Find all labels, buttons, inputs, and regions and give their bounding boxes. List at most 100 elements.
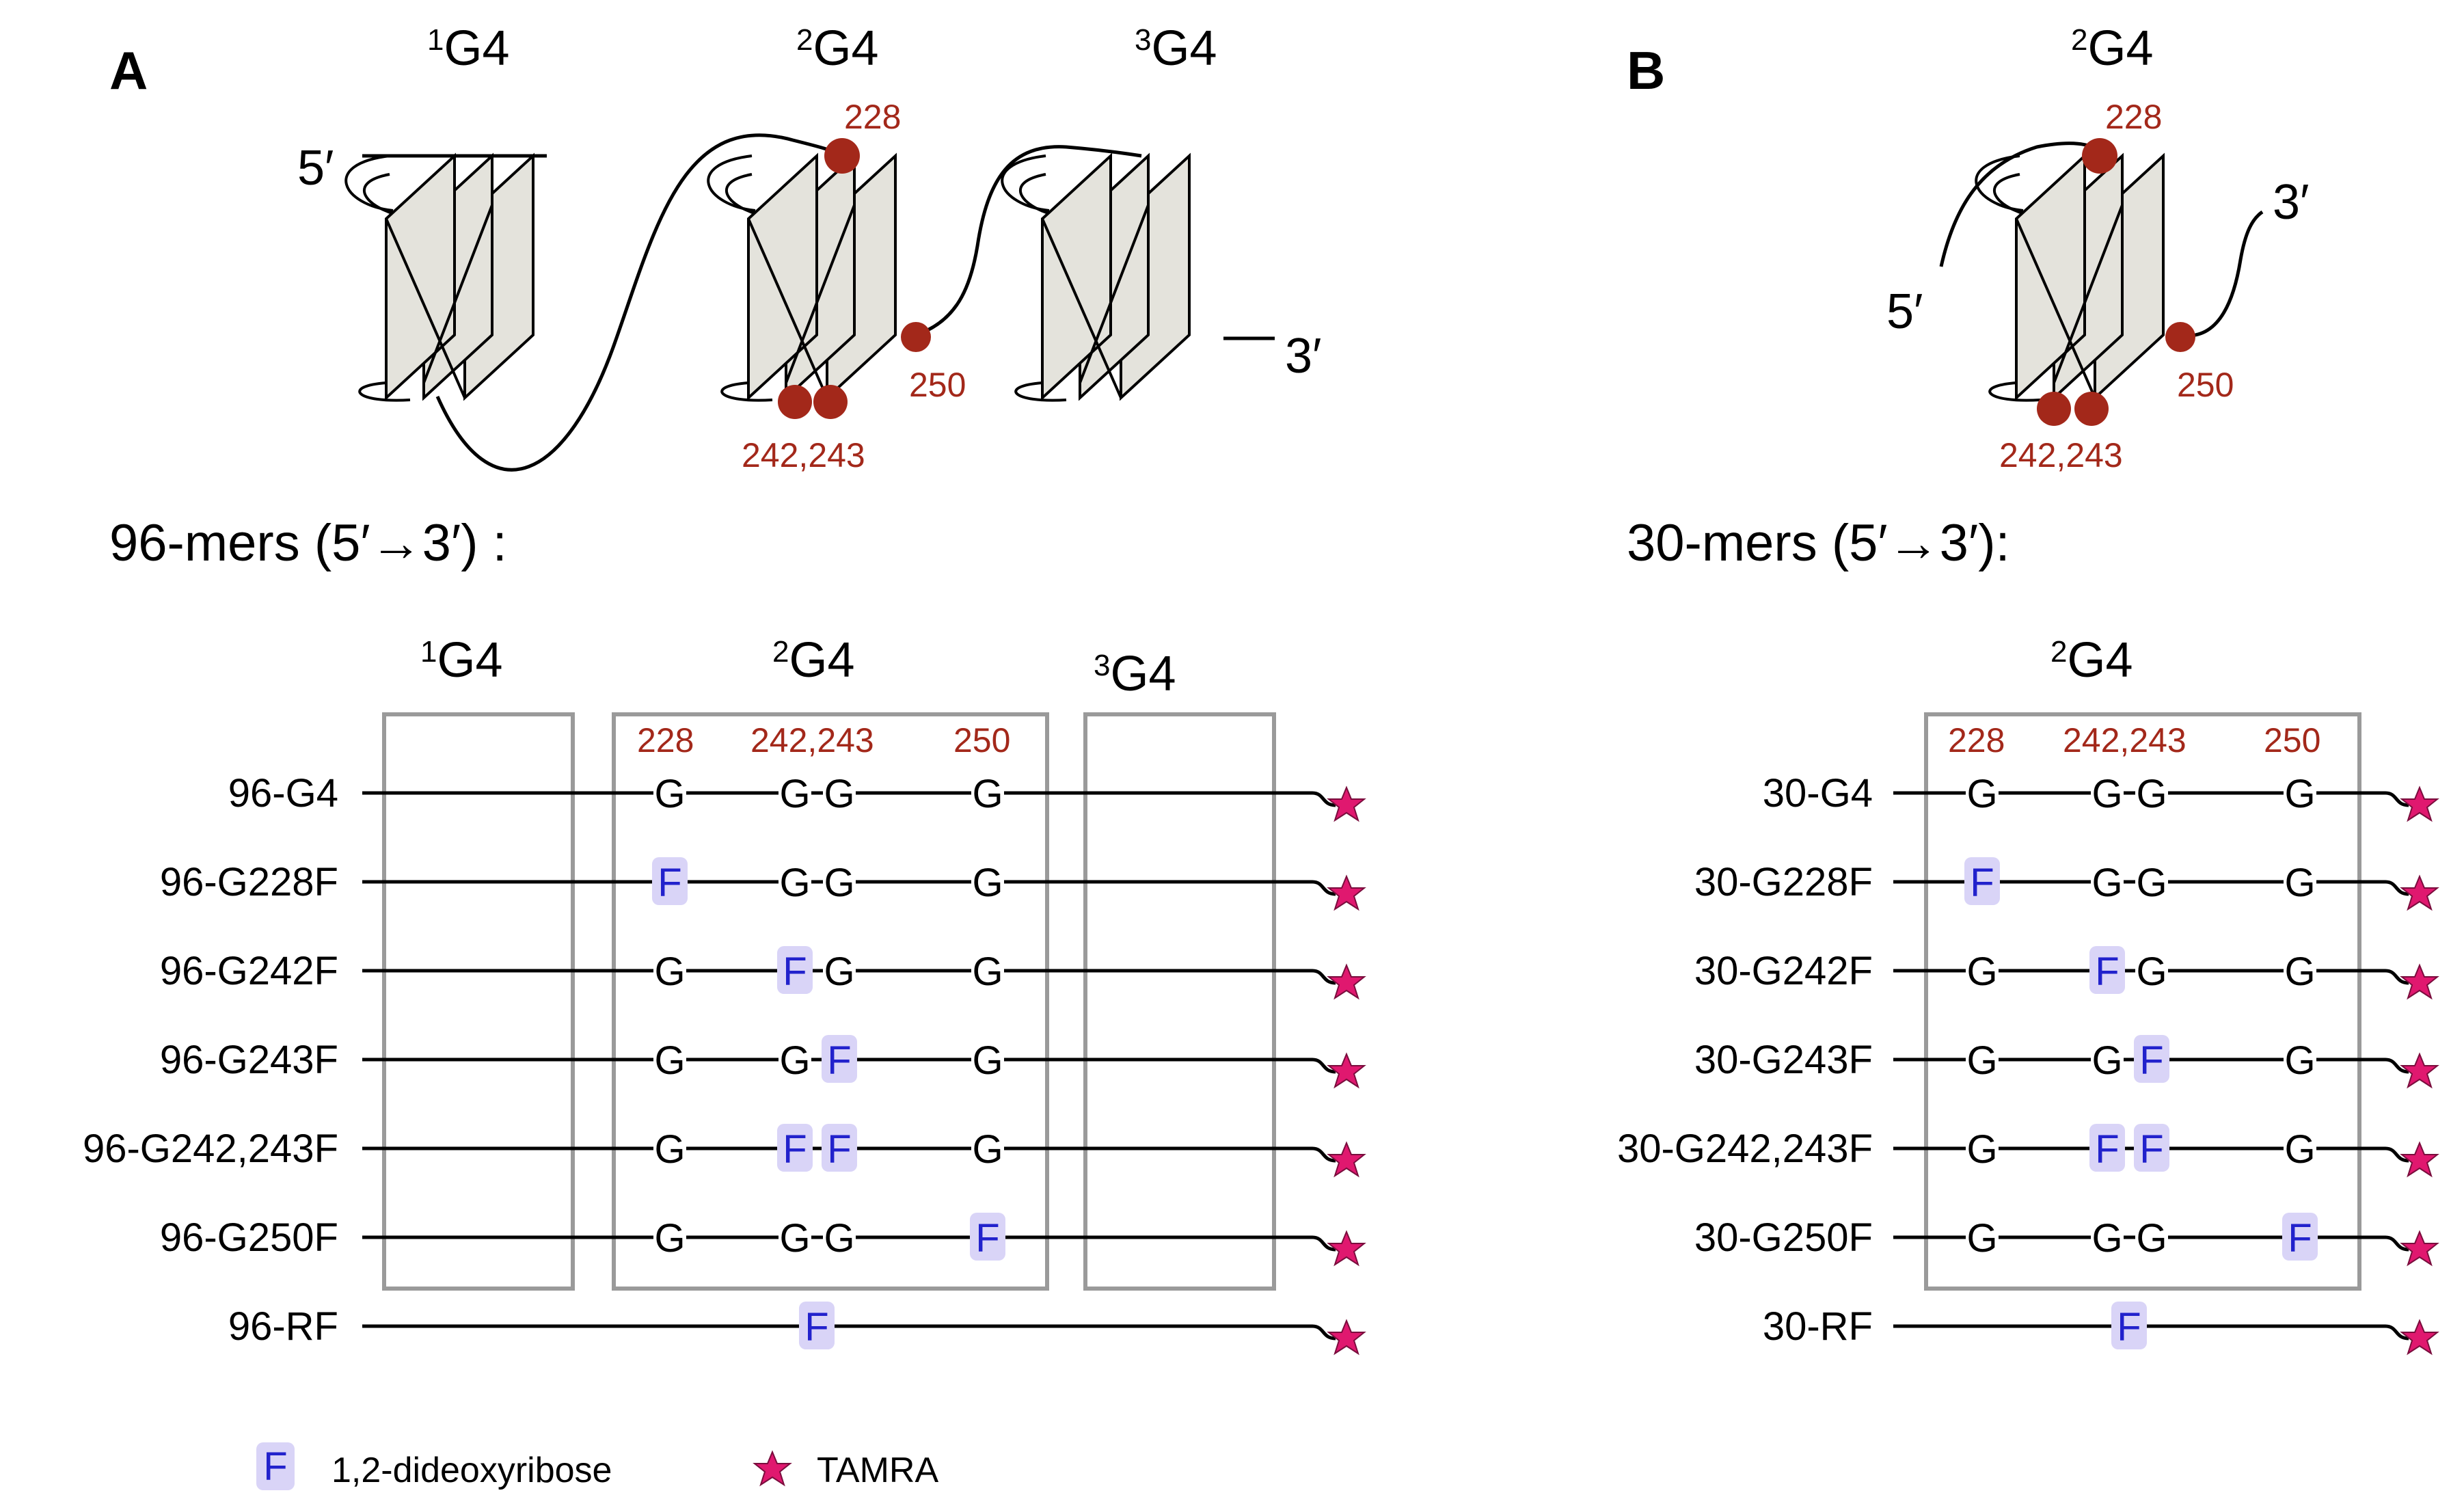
nucleotide-g: G <box>1966 772 1997 816</box>
legend-star-text: TAMRA <box>817 1451 938 1490</box>
nucleotide-f: F <box>2095 1127 2119 1172</box>
nucleotide-f: F <box>827 1127 851 1172</box>
tamra-star-icon <box>1328 787 1365 821</box>
nucleotide-g: G <box>654 1038 685 1083</box>
nucleotide-g: G <box>654 950 685 994</box>
nucleotide-f: F <box>2139 1127 2163 1172</box>
row-label: 96-RF <box>228 1304 338 1349</box>
modified-site-box <box>2089 946 2125 994</box>
nucleotide-f: F <box>804 1305 828 1349</box>
row-label: 30-G250F <box>1694 1215 1873 1260</box>
nucleotide-g: G <box>2284 1127 2315 1172</box>
panel-b-box-pos-250: 250 <box>2264 721 2320 759</box>
row-label: 96-G242F <box>160 949 338 993</box>
row-tail <box>2385 1058 2409 1074</box>
panel-a-letter: A <box>109 40 148 100</box>
tamra-star-icon <box>1328 1142 1365 1176</box>
row-label: 30-G4 <box>1763 771 1873 816</box>
modified-site-box <box>2089 1124 2125 1172</box>
panel-a-box-pos-242-243: 242,243 <box>750 721 874 759</box>
row-tail <box>1312 791 1336 807</box>
nucleotide-g: G <box>824 772 854 816</box>
nucleotide-g: G <box>2136 861 2167 905</box>
legend-f-box <box>256 1442 295 1490</box>
row-tail <box>2385 969 2409 985</box>
row-tail <box>1312 1146 1336 1163</box>
panel-a-box-2g4 <box>612 712 1049 1291</box>
panel-b-pos-228: 228 <box>2105 98 2162 136</box>
panel-a-quadruplex-2 <box>707 154 897 402</box>
modified-site-box <box>652 857 688 905</box>
modified-site-box <box>777 1124 813 1172</box>
panel-a-table-3g4: 3G4 <box>1094 647 1176 701</box>
nucleotide-g: G <box>779 1216 810 1261</box>
row-label: 30-G228F <box>1694 860 1873 904</box>
row-label: 96-G250F <box>160 1215 338 1260</box>
nucleotide-g: G <box>779 861 810 905</box>
panel-a-table-1g4: 1G4 <box>420 633 503 688</box>
panel-a-heading: 96-mers (5′→3′) : <box>109 514 507 572</box>
panel-b-pos-242-243: 242,243 <box>1999 436 2123 474</box>
nucleotide-f: F <box>2288 1216 2312 1261</box>
nucleotide-g: G <box>972 1127 1003 1172</box>
nucleotide-g: G <box>972 1038 1003 1083</box>
panel-a-pos-228: 228 <box>844 98 901 136</box>
nucleotide-g: G <box>654 772 685 816</box>
nucleotide-g: G <box>824 1216 854 1261</box>
nucleotide-g: G <box>1966 1216 1997 1261</box>
panel-b-site-243-dot <box>2074 392 2109 426</box>
tamra-star-icon <box>1328 1053 1365 1088</box>
panel-b-five-prime-strand <box>1939 142 2101 267</box>
nucleotide-f: F <box>975 1216 999 1261</box>
nucleotide-g: G <box>2091 772 2122 816</box>
panel-b-letter: B <box>1627 40 1665 100</box>
tamra-star-icon <box>2401 1320 2438 1354</box>
nucleotide-g: G <box>779 1038 810 1083</box>
panel-a-label-2g4: 2G4 <box>796 21 879 76</box>
nucleotide-g: G <box>972 861 1003 905</box>
panel-a-five-prime: 5′ <box>297 141 334 196</box>
panel-a-pos-250: 250 <box>909 366 966 404</box>
panel-a-box-1g4 <box>382 712 575 1291</box>
modified-site-box <box>2111 1302 2147 1349</box>
panel-a-site-250-dot <box>901 322 931 352</box>
panel-a-site-243-dot <box>813 385 848 419</box>
nucleotide-g: G <box>972 950 1003 994</box>
nucleotide-g: G <box>824 861 854 905</box>
nucleotide-g: G <box>1966 950 1997 994</box>
nucleotide-f: F <box>658 861 681 905</box>
tamra-star-icon <box>2401 965 2438 999</box>
nucleotide-f: F <box>1970 861 1994 905</box>
panel-a-table-2g4: 2G4 <box>772 633 855 688</box>
panel-b-label-2g4: 2G4 <box>2071 21 2154 76</box>
tamra-star-icon <box>1328 965 1365 999</box>
modified-site-box <box>799 1302 835 1349</box>
nucleotide-g: G <box>2136 1216 2167 1261</box>
row-tail <box>2385 791 2409 807</box>
modified-site-box <box>2282 1213 2318 1261</box>
row-label: 30-G242,243F <box>1617 1127 1873 1171</box>
nucleotide-f: F <box>827 1038 851 1083</box>
nucleotide-g: G <box>779 772 810 816</box>
nucleotide-g: G <box>824 950 854 994</box>
modified-site-box <box>1964 857 2000 905</box>
modified-site-box <box>822 1035 857 1083</box>
nucleotide-g: G <box>2136 950 2167 994</box>
row-tail <box>1312 1058 1336 1074</box>
row-label: 96-G242,243F <box>83 1127 338 1171</box>
tamra-star-icon <box>2401 787 2438 821</box>
row-tail <box>2385 1235 2409 1252</box>
panel-b-pos-250: 250 <box>2177 366 2234 404</box>
nucleotide-g: G <box>1966 1038 1997 1083</box>
row-tail <box>1312 1235 1336 1252</box>
panel-b-box-pos-228: 228 <box>1948 721 2005 759</box>
nucleotide-g: G <box>2091 861 2122 905</box>
nucleotide-g: G <box>2136 772 2167 816</box>
panel-b-box-2g4 <box>1924 712 2361 1291</box>
row-label: 30-RF <box>1763 1304 1873 1349</box>
tamra-star-icon <box>1328 876 1365 910</box>
nucleotide-f: F <box>783 950 807 994</box>
panel-a-quadruplex-3 <box>1001 154 1191 402</box>
